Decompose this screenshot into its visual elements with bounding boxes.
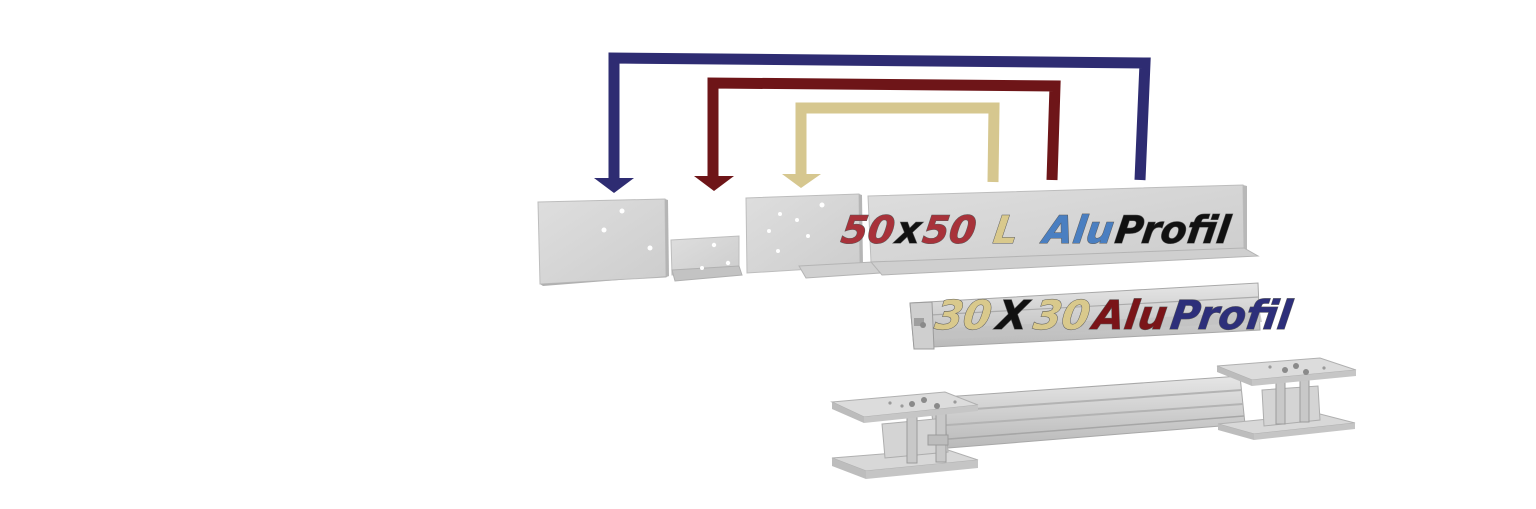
- arrow-middle-head: [694, 176, 734, 191]
- arrow-inner-head: [782, 174, 821, 188]
- profile_30-label-part: 30: [1031, 293, 1093, 339]
- profile_30-label-part: Profil: [1168, 293, 1296, 339]
- bolt-head: [1282, 367, 1288, 373]
- bolt-hole: [601, 227, 607, 233]
- bolt-hole: [711, 242, 717, 248]
- angle-bracket-small: [670, 235, 743, 282]
- bolt-hole: [806, 234, 810, 238]
- bolt-hole: [767, 229, 771, 233]
- arrow-outer-head: [594, 178, 634, 193]
- arrow-middle-path: [707, 77, 1061, 181]
- bolt-hole: [819, 202, 825, 208]
- bolt-hole: [795, 218, 799, 222]
- plate-large: [537, 198, 669, 286]
- profile-30-label: 30X30AluProfil: [932, 293, 1295, 339]
- arrow-outer-path: [608, 52, 1151, 181]
- plate-medium: [745, 193, 863, 274]
- bolt-head: [921, 397, 927, 403]
- profile_30-label-part: Alu: [1088, 293, 1171, 339]
- arrow-middle: [694, 77, 1061, 191]
- profile_50-label-part: Alu: [1038, 209, 1117, 253]
- bolt-head: [909, 401, 915, 407]
- profile_50-label-part: 50: [920, 209, 979, 253]
- arrow-inner-path: [795, 102, 1000, 183]
- bolt-hole: [647, 245, 653, 251]
- profile_30-label-part: 30: [932, 293, 994, 339]
- standoff: [906, 414, 918, 464]
- alu-profile-30x30: 30X30AluProfil: [909, 282, 1296, 350]
- bolt-head: [1303, 369, 1309, 375]
- profile_50-label-part: Profil: [1112, 209, 1233, 253]
- bolt-head: [934, 403, 940, 409]
- bolt-hole: [778, 212, 782, 216]
- arrow-inner: [782, 102, 1000, 188]
- bolt-hole: [725, 260, 731, 266]
- arrow-outer: [594, 52, 1151, 193]
- bolt-hole: [619, 208, 625, 214]
- profile_50-label-part: 50: [838, 209, 897, 253]
- bolt-hole: [700, 266, 704, 270]
- bolt-head: [1293, 363, 1299, 369]
- bolt-hole: [776, 249, 780, 253]
- linear-rail-assembly: [830, 357, 1357, 479]
